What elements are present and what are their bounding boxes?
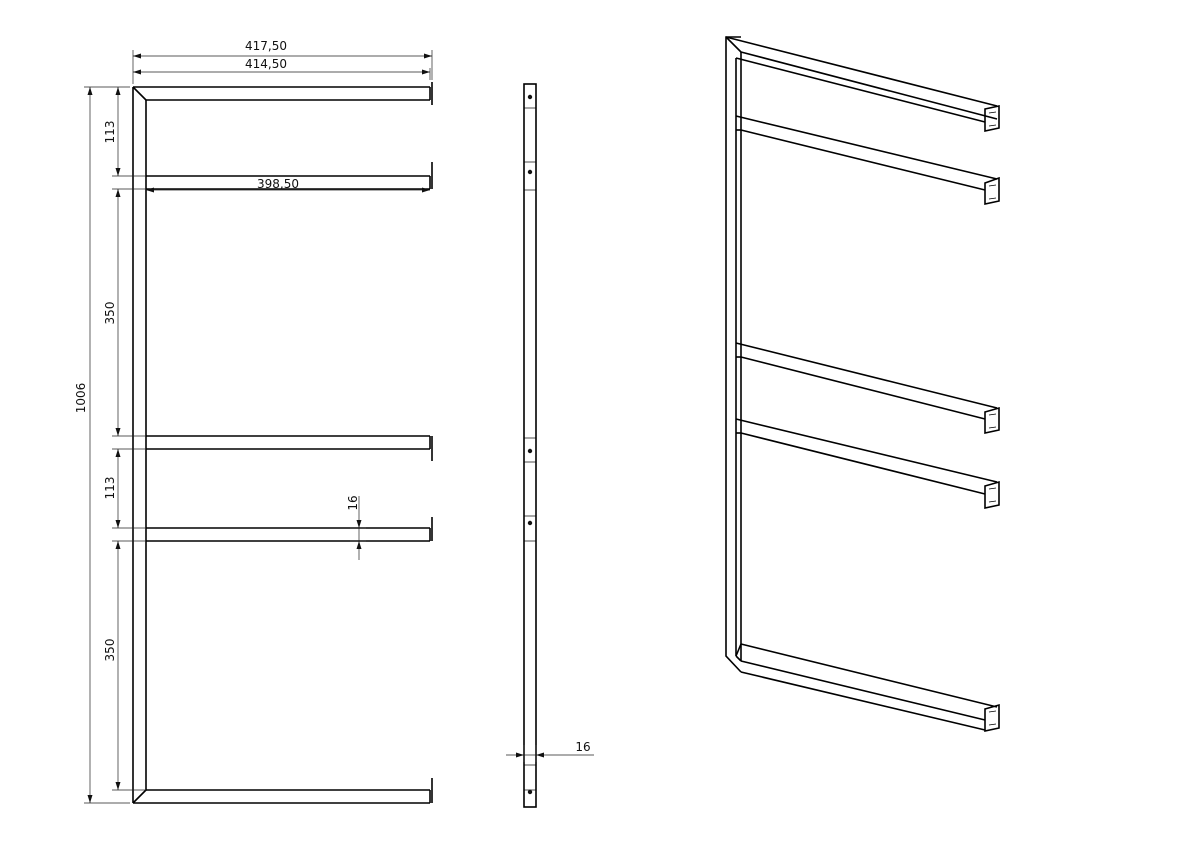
iso-arm-fourth bbox=[735, 418, 1000, 509]
isometric-view bbox=[725, 36, 1000, 732]
front-bar-third bbox=[146, 435, 433, 461]
side-post bbox=[523, 83, 537, 808]
tube-thickness-front-label: 16 bbox=[346, 495, 360, 510]
upper-span-label: 350 bbox=[103, 302, 117, 325]
side-view: 16 bbox=[506, 83, 594, 808]
dimension-upper-span: 350 bbox=[103, 188, 146, 437]
front-vertical-post bbox=[132, 86, 147, 804]
inner-width-label: 414,50 bbox=[245, 57, 287, 71]
front-bar-second bbox=[146, 162, 433, 190]
front-bar-top bbox=[133, 82, 433, 105]
side-pins bbox=[527, 94, 533, 795]
dimension-overall-width: 417,50 bbox=[132, 39, 433, 84]
overall-width-label: 417,50 bbox=[245, 39, 287, 53]
dimension-top-gap: 113 bbox=[103, 87, 146, 177]
front-bar-fourth bbox=[146, 517, 433, 542]
middle-gap-label: 113 bbox=[103, 477, 117, 500]
dimension-inner-width: 414,50 bbox=[133, 57, 431, 80]
total-height-label: 1006 bbox=[74, 383, 88, 414]
iso-arm-top bbox=[725, 36, 1000, 132]
iso-arm-bottom bbox=[735, 643, 1000, 732]
lower-span-label: 350 bbox=[103, 639, 117, 662]
top-gap-label: 113 bbox=[103, 121, 117, 144]
dimension-lower-span: 350 bbox=[103, 540, 146, 791]
dimension-tube-thickness-side: 16 bbox=[506, 740, 594, 762]
dimension-shelf-width: 398,50 bbox=[146, 177, 430, 193]
iso-vertical-post bbox=[725, 36, 742, 673]
iso-arm-third bbox=[735, 342, 1000, 434]
dimension-middle-gap: 113 bbox=[103, 448, 146, 529]
tube-thickness-side-label: 16 bbox=[575, 740, 590, 754]
dimension-total-height: 1006 bbox=[74, 86, 130, 804]
dimension-tube-thickness-front: 16 bbox=[346, 495, 366, 560]
front-bar-bottom bbox=[133, 778, 433, 804]
front-view: 417,50 414,50 398,50 1006 bbox=[74, 39, 433, 804]
shelf-width-label: 398,50 bbox=[257, 177, 299, 191]
iso-arm-second bbox=[735, 115, 1000, 205]
